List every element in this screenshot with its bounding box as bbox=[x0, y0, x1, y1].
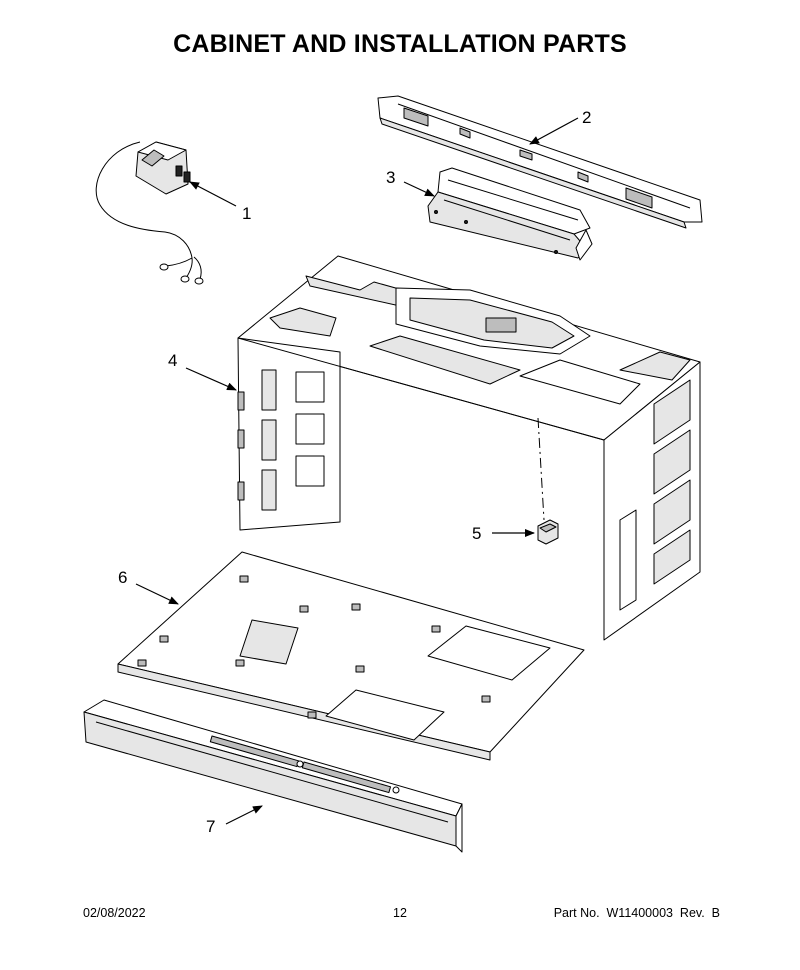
callout-6: 6 bbox=[118, 568, 127, 587]
callout-arrow-7 bbox=[225, 805, 263, 825]
front-trim-part bbox=[83, 699, 463, 853]
mounting-bracket-part bbox=[377, 95, 703, 229]
callout-1: 1 bbox=[242, 204, 251, 223]
page-title: CABINET AND INSTALLATION PARTS bbox=[173, 30, 627, 58]
callout-3: 3 bbox=[386, 168, 395, 187]
footer-part-info: Part No. W11400003 Rev. B bbox=[553, 906, 720, 920]
switch-clip-part bbox=[537, 519, 559, 545]
callout-arrow-1 bbox=[189, 181, 237, 207]
bottom-plate-part bbox=[117, 551, 585, 761]
damper-duct-part bbox=[427, 167, 593, 261]
footer-page-number: 12 bbox=[393, 906, 407, 920]
callout-2: 2 bbox=[582, 108, 591, 127]
callout-5: 5 bbox=[472, 524, 481, 543]
footer-date: 02/08/2022 bbox=[83, 906, 146, 920]
callout-7: 7 bbox=[206, 817, 215, 836]
callout-arrow-2 bbox=[529, 117, 579, 145]
callout-arrow-4 bbox=[185, 367, 237, 391]
callout-arrow-3 bbox=[403, 181, 435, 197]
callout-4: 4 bbox=[168, 351, 177, 370]
cabinet-wrapper-part bbox=[237, 255, 701, 641]
callout-arrow-6 bbox=[135, 583, 179, 605]
power-cord-part bbox=[95, 141, 204, 285]
